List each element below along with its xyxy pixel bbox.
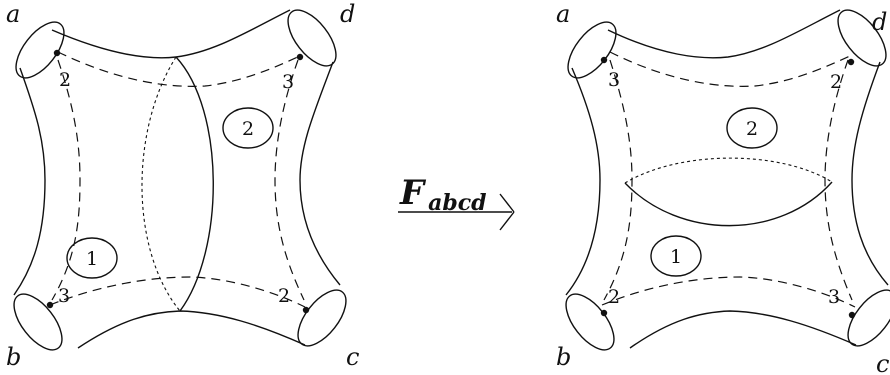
right-label-a: a [556, 0, 570, 28]
left-region-2-label: 2 [242, 118, 254, 140]
right-right-edge [851, 61, 889, 286]
right-surface [565, 9, 890, 351]
right-cut-front [624, 181, 833, 227]
right-point-a [600, 56, 608, 64]
left-label-d: d [340, 0, 355, 28]
right-dash-left [603, 59, 633, 301]
left-point-c [302, 306, 310, 314]
left-dash-right [274, 59, 305, 301]
left-label-c: c [346, 343, 359, 371]
arrow-head-top [499, 193, 515, 213]
right-cut-back [624, 157, 833, 184]
left-boundary-c [297, 289, 347, 347]
right-label-b: b [556, 343, 571, 371]
left-right-edge [299, 61, 341, 286]
left-top-edge [51, 9, 291, 59]
right-point-d [847, 58, 855, 66]
right-point-b [600, 309, 608, 317]
left-cut-back [141, 56, 181, 312]
right-region-1-label: 1 [670, 246, 682, 268]
left-boundary-b [13, 293, 63, 351]
left-point-a [53, 49, 61, 57]
left-boundary-a [15, 21, 65, 79]
arrow-label: F abcd [399, 173, 487, 216]
transform-arrow: F abcd [398, 173, 515, 231]
arrow-main: F [399, 173, 427, 213]
right-label-c: c [876, 350, 889, 375]
right-marker-d: 2 [830, 71, 842, 93]
left-label-b: b [6, 343, 21, 371]
right-boundary-c [847, 289, 890, 347]
right-dash-bottom [601, 276, 856, 308]
right-boundary-d [837, 9, 887, 67]
right-top-edge [607, 9, 841, 59]
left-marker-c: 2 [278, 285, 290, 307]
right-left-edge [565, 67, 601, 296]
left-label-a: a [6, 0, 20, 28]
arrow-head-bottom [499, 211, 515, 231]
left-bottom-edge [77, 310, 306, 349]
left-surface [13, 9, 347, 351]
left-dash-top [57, 51, 303, 87]
left-point-b [46, 301, 54, 309]
right-point-c [848, 311, 856, 319]
right-label-d: d [872, 8, 887, 36]
right-region-2-circle [726, 107, 778, 149]
left-boundary-d [287, 9, 337, 67]
right-marker-c: 3 [828, 286, 840, 308]
right-dash-top [609, 51, 853, 87]
left-left-edge [13, 67, 46, 296]
left-cut-front [175, 56, 214, 312]
right-dash-right [824, 59, 853, 301]
right-bottom-edge [629, 310, 857, 349]
left-marker-a: 2 [59, 69, 71, 91]
left-region-1-circle [66, 237, 118, 279]
right-marker-a: 3 [608, 69, 620, 91]
left-region-1-label: 1 [86, 248, 98, 270]
right-region-1-circle [650, 235, 702, 277]
right-region-2-label: 2 [746, 118, 758, 140]
left-marker-b: 3 [58, 285, 70, 307]
left-dash-left [51, 59, 81, 301]
left-dash-bottom [49, 276, 306, 308]
right-marker-b: 2 [608, 286, 620, 308]
left-point-d [296, 53, 304, 61]
left-region-2-circle [222, 107, 274, 149]
left-marker-d: 3 [282, 71, 294, 93]
